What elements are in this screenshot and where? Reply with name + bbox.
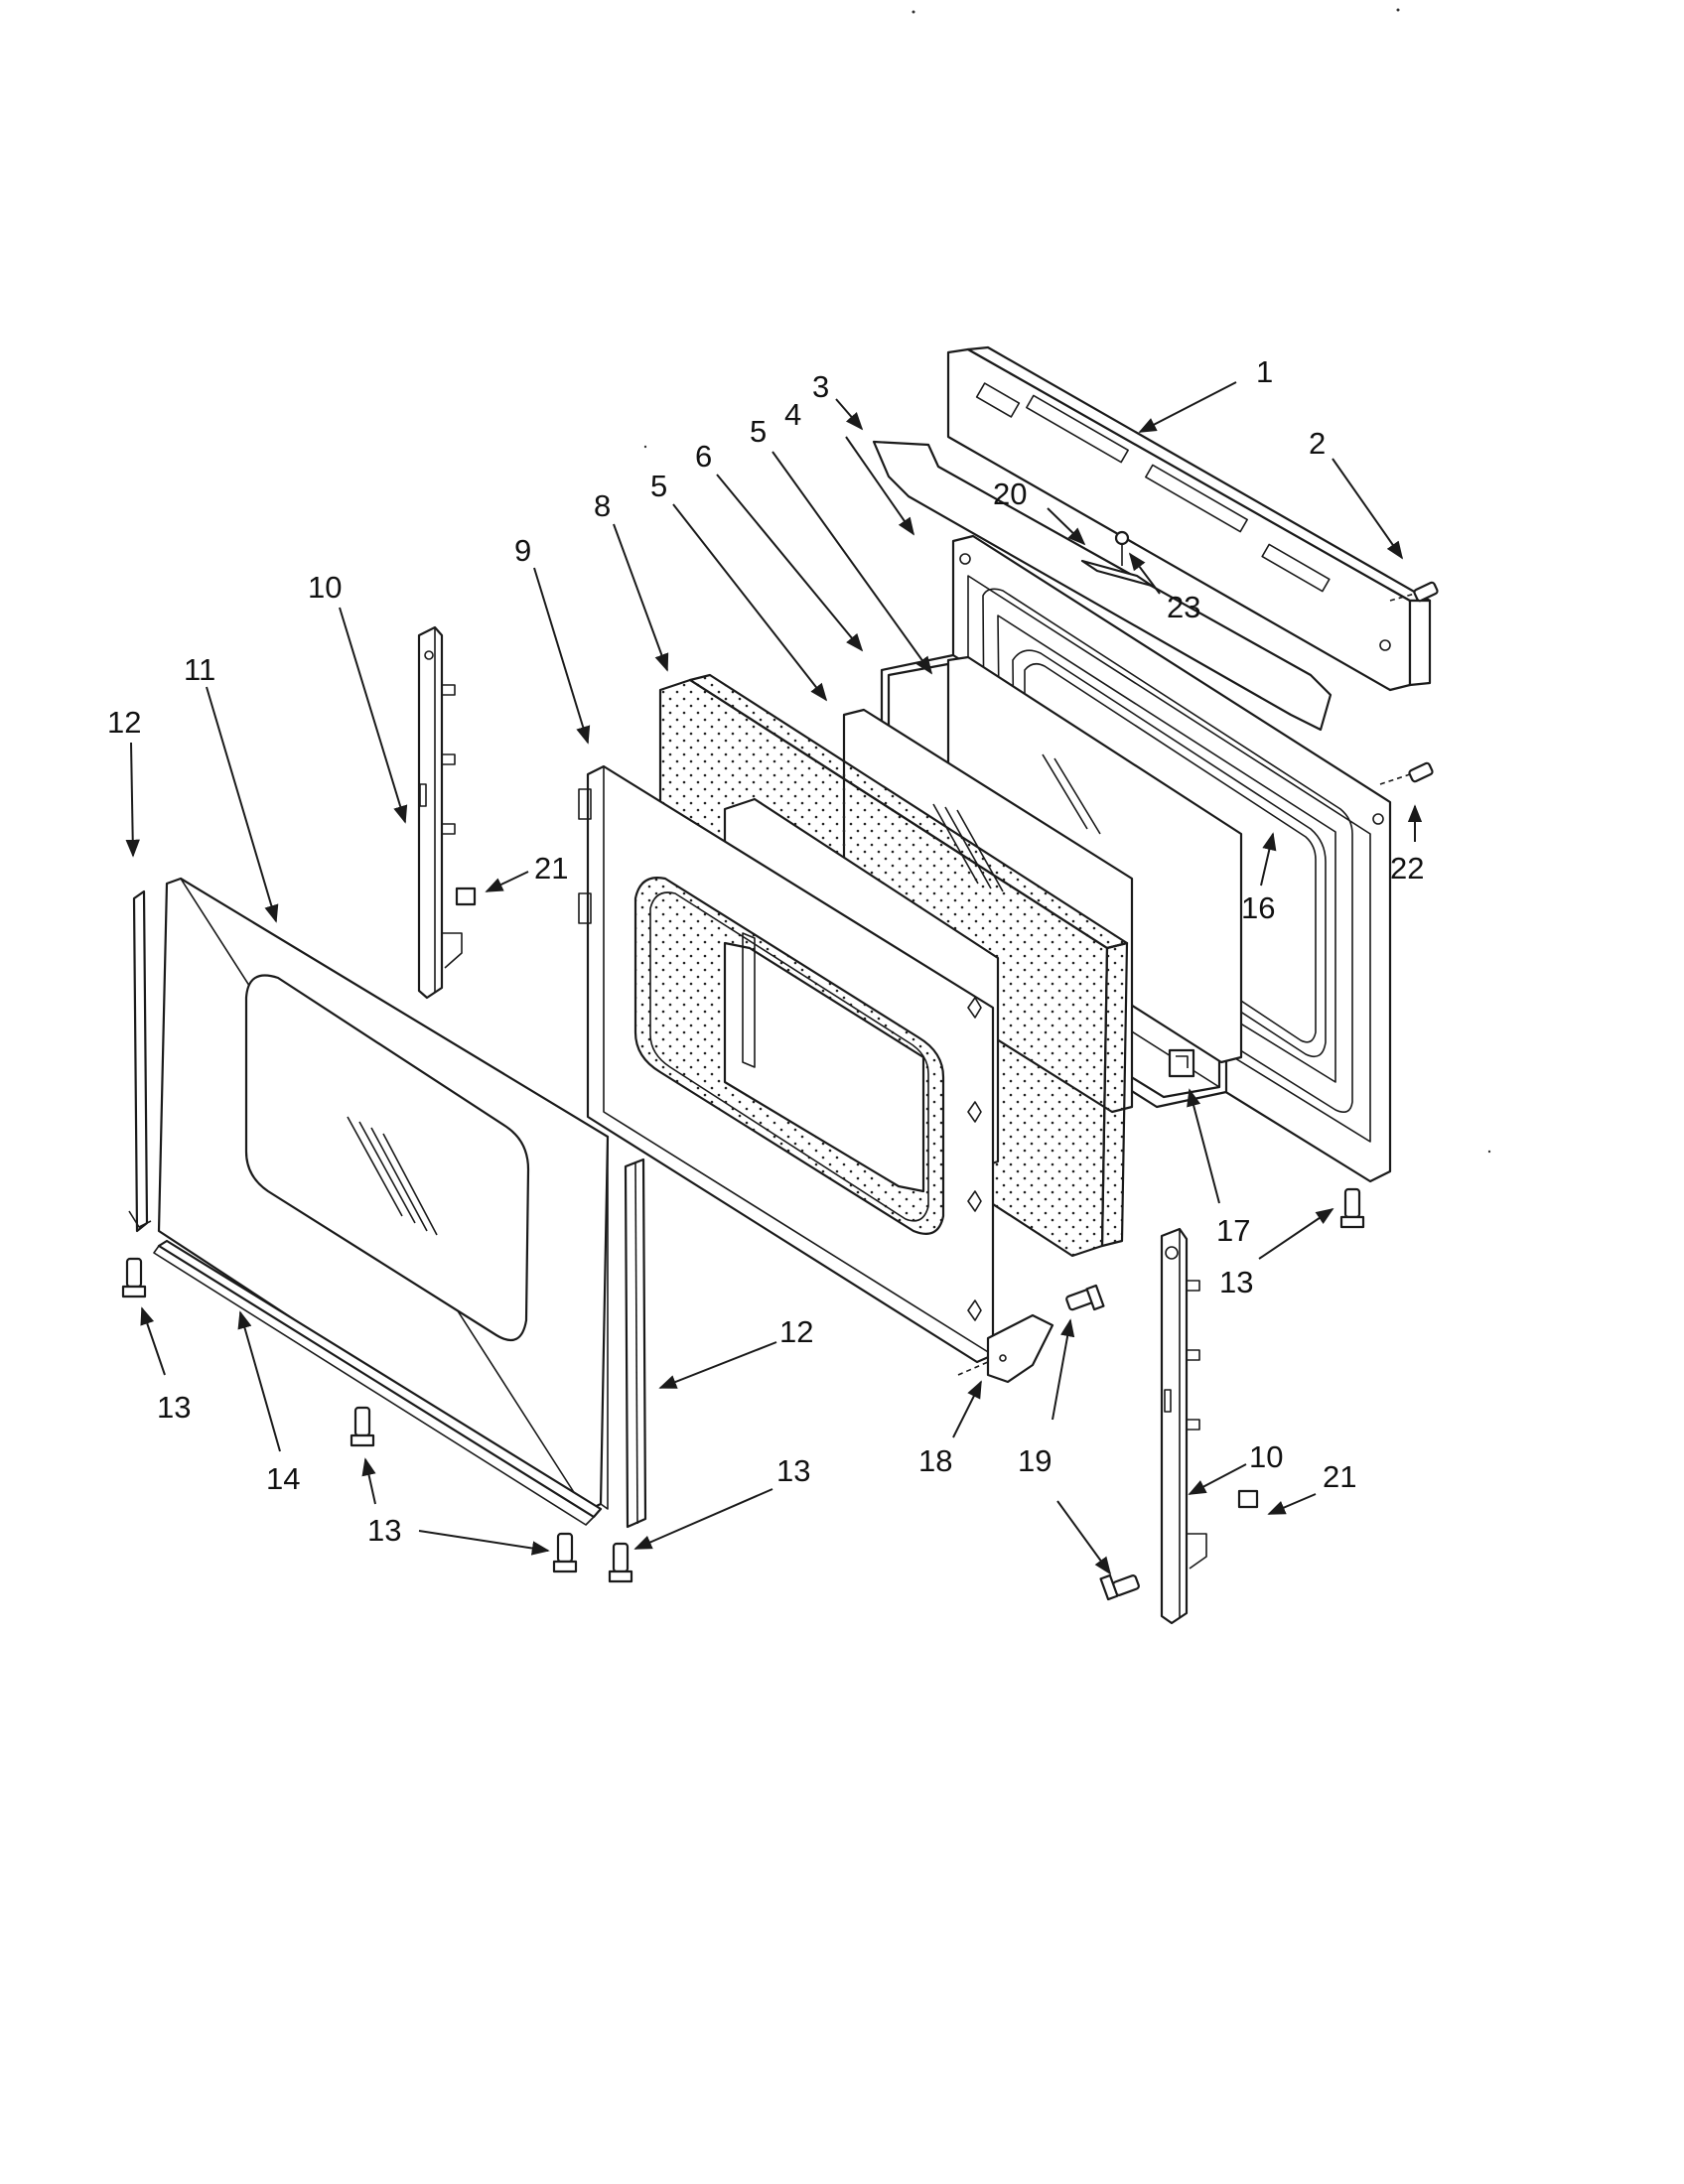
leader-1 [1138, 381, 1237, 433]
callout-12-left: 12 [107, 705, 141, 740]
part-20-latch-plate [1080, 559, 1154, 588]
leader-14 [237, 1310, 281, 1452]
leader-13-bottom-left [418, 1530, 550, 1556]
part-9-inner-door-panel [578, 764, 995, 1364]
callout-18: 18 [918, 1443, 952, 1478]
callout-19-upper: 19 [1018, 1443, 1052, 1478]
leader-21-right [1267, 1493, 1317, 1515]
leader-9 [533, 567, 591, 745]
callout-8: 8 [594, 488, 611, 523]
scan-marks [643, 8, 1491, 1154]
leader-13-bottom-center [361, 1457, 376, 1505]
leader-6 [716, 474, 864, 652]
leader-5-lower [672, 503, 828, 702]
callout-labels: 1 2 3 4 5 5 6 8 9 10 10 11 12 12 13 13 1… [107, 354, 1424, 1548]
callout-22: 22 [1390, 851, 1424, 886]
callout-13-left: 13 [157, 1390, 191, 1425]
callout-14: 14 [266, 1461, 300, 1496]
leader-13-right [1258, 1207, 1334, 1260]
part-12-trim-strip-left [128, 889, 152, 1233]
part-13-screw-bottom-left [552, 1532, 578, 1573]
callout-23: 23 [1167, 590, 1200, 624]
part-14-bottom-trim [153, 1239, 603, 1526]
callout-13-bottom-center: 13 [367, 1513, 401, 1548]
leader-13-bottom-right [633, 1488, 773, 1550]
part-13-screw-right [1339, 1187, 1365, 1229]
leader-12-right [658, 1341, 777, 1389]
part-21-clip-left [455, 887, 477, 906]
part-13-screw-left [121, 1257, 147, 1298]
callout-11: 11 [184, 652, 215, 687]
part-10-hinge-channel-left [417, 625, 463, 1000]
part-3-end-cap [872, 440, 1333, 732]
leader-13-left [140, 1306, 166, 1376]
leader-21-left [485, 871, 529, 892]
leader-lines [125, 381, 1423, 1575]
part-19-bolt-lower [1099, 1573, 1140, 1601]
part-19-bolt-upper [1065, 1284, 1105, 1311]
callout-21-right: 21 [1323, 1459, 1356, 1494]
part-13-screw-bottom-right [608, 1542, 633, 1583]
callout-12-right: 12 [779, 1314, 813, 1349]
callout-13-right: 13 [1219, 1265, 1253, 1299]
leader-4 [845, 436, 915, 536]
leader-10-left [339, 607, 408, 824]
part-23-latch-screw [1114, 530, 1130, 566]
part-22-screw [1379, 761, 1434, 785]
part-1-vent-trim [946, 345, 1432, 692]
leader-8 [613, 523, 669, 672]
leader-12-left [125, 742, 140, 858]
callout-5-upper: 5 [750, 414, 767, 449]
part-18-bracket [957, 1313, 1054, 1384]
leader-17 [1187, 1088, 1220, 1204]
part-2-screw [1389, 581, 1439, 603]
part-11-outer-door-panel [157, 877, 610, 1513]
leader-23 [1128, 552, 1161, 595]
callout-6: 6 [695, 439, 712, 474]
leader-20 [1047, 507, 1086, 546]
callout-20: 20 [993, 477, 1027, 511]
leader-5-upper [772, 451, 933, 675]
callout-16: 16 [1241, 890, 1275, 925]
leader-18 [952, 1380, 982, 1438]
part-12-trim-strip-right [624, 1158, 647, 1529]
leader-16 [1260, 832, 1277, 887]
leader-19-lower [1056, 1500, 1112, 1575]
part-17-clip [1168, 1048, 1195, 1078]
leader-10-right [1188, 1463, 1247, 1495]
callout-3: 3 [812, 369, 829, 404]
leader-2 [1332, 458, 1404, 560]
callout-4: 4 [784, 397, 801, 432]
callout-13-bottom-right: 13 [776, 1453, 810, 1488]
leader-3 [835, 398, 864, 431]
callout-1: 1 [1256, 354, 1273, 389]
callout-21-left: 21 [534, 851, 568, 886]
callout-2: 2 [1309, 426, 1326, 461]
callout-10-left: 10 [308, 570, 342, 605]
callout-9: 9 [514, 533, 531, 568]
callout-5-lower: 5 [650, 469, 667, 503]
part-21-clip-right [1237, 1489, 1259, 1509]
part-10-hinge-channel-right [1160, 1227, 1207, 1625]
leader-11 [206, 686, 279, 923]
part-13-screw-bottom-center [350, 1406, 375, 1447]
leader-19-upper [1052, 1318, 1075, 1421]
callout-10-right: 10 [1249, 1439, 1283, 1474]
callout-17: 17 [1216, 1213, 1250, 1248]
